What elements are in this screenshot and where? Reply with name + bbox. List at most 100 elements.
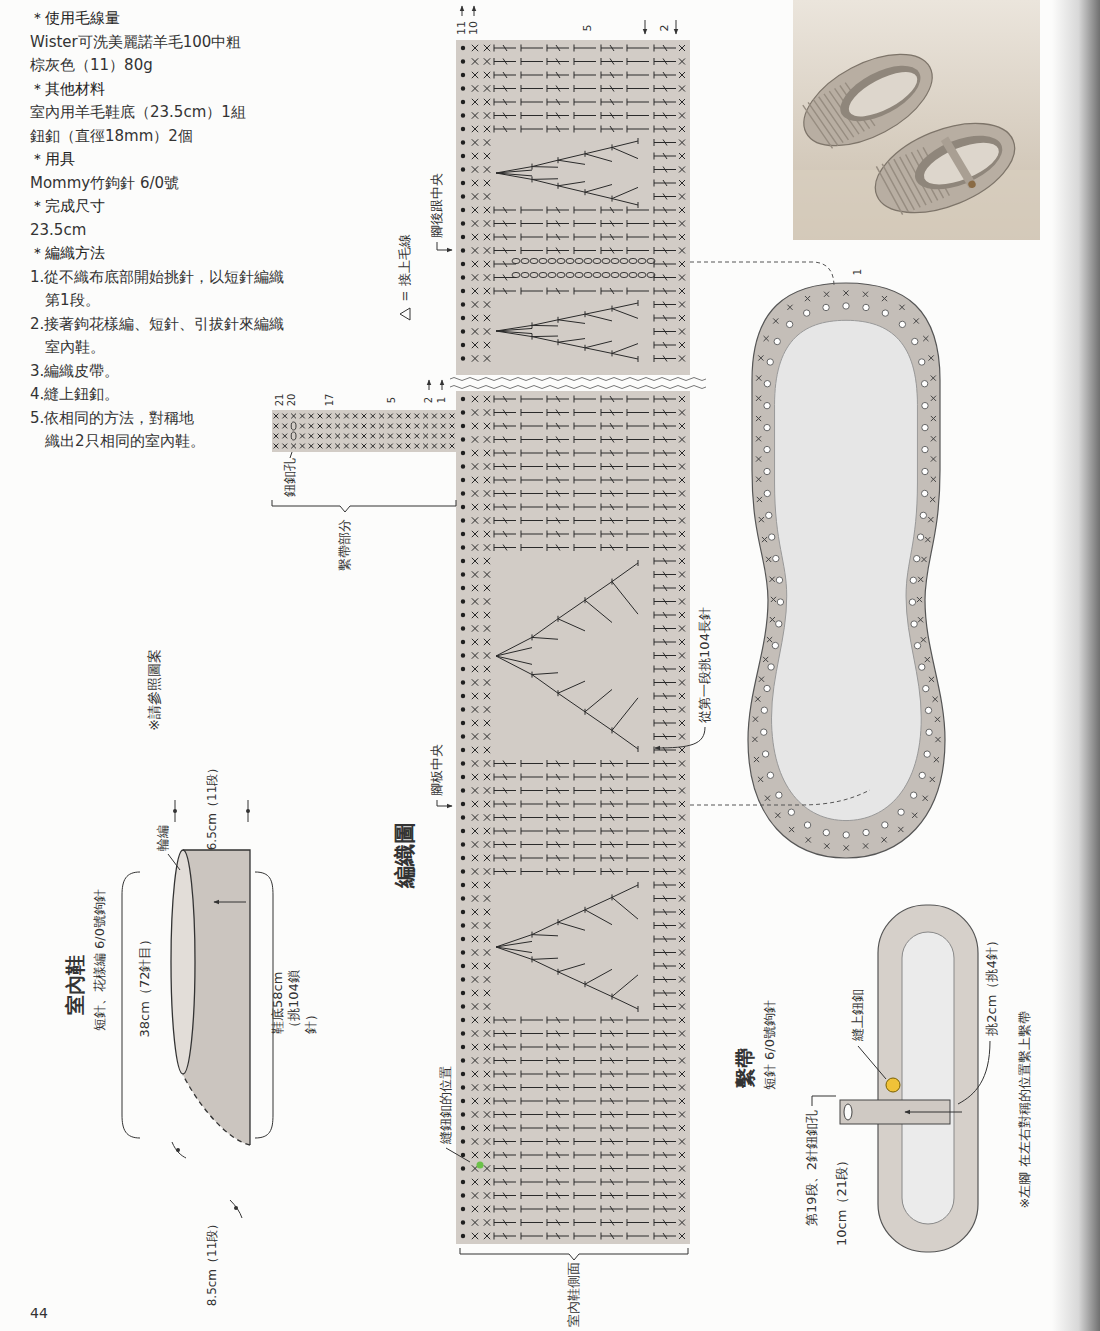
sole-hole [863,304,869,310]
sole-hole [823,304,829,310]
sole-hole [921,381,927,387]
row-arrow [462,6,463,16]
slipper-opening [171,850,195,1074]
dimension-label: 鞋底58cm（挑104鎖針） [270,956,319,1034]
chart-note: 從第一段挑104長針 [697,607,713,723]
part-name: 輪編 [155,825,171,851]
chain-symbols [291,258,655,440]
slipper-strap [945,136,973,190]
join-yarn-symbol [400,308,410,320]
dimension-label: 8.5cm（11段） [205,1218,220,1307]
sole-stitch-ring [752,290,940,850]
part-title: 繫帶 [733,1048,758,1088]
chart-note: 縫鈕釦的位置 [438,1066,454,1144]
section-heading: ＊其他材料 [30,78,105,102]
row-number: 11 [455,21,469,35]
single-crochet-symbols [274,45,685,1239]
sole-hole [767,359,773,365]
instruction-step: 1.從不織布底部開始挑針，以短針編織第1段。 [30,266,292,313]
material-text: 鈕釦（直徑18mm）2個 [30,125,193,149]
row-number: 2 [658,25,672,32]
sole-hole [804,822,810,828]
sole-hole [773,555,779,561]
sole-hole [823,829,829,835]
sole-hole [761,729,767,735]
sole-hole [769,534,775,540]
strap-buttonhole [844,1104,852,1120]
sole-outline [748,283,945,858]
leader-line [290,452,292,458]
row-number: 17 [324,394,337,407]
chart-ground [456,40,690,1244]
page-number: 44 [30,1302,48,1326]
sole-hole [924,751,930,757]
felt-sole [772,320,922,820]
sole-hole [914,642,920,648]
sole-hole [843,832,849,838]
sole-hole [919,772,925,778]
sole-hole [762,751,768,757]
sole-hole [910,577,916,583]
dimension-dot [173,809,177,813]
sole-hole [911,621,917,627]
sole-hole [882,822,888,828]
sole-hole [764,424,770,430]
section-heading: ＊用具 [30,148,75,172]
callout-label: 縫上鈕釦 [850,989,866,1041]
callout-label: 第19段、2針鈕釦孔 [804,1110,820,1226]
instruction-step: 3.編織皮帶。 [30,360,119,384]
note-text: ※左腳 在左右對稱的位置繫上繫帶 [1017,1011,1033,1208]
leader-line [168,854,180,870]
leader-line [812,1096,836,1106]
sole-hole [914,555,920,561]
part-name: 繫帶部分 [337,519,353,571]
material-text: Wister可洗美麗諾羊毛100中粗 [30,31,241,55]
row-arrow [676,20,677,34]
sole-hole [919,359,925,365]
sole-hole [766,512,772,518]
sole-hole [923,685,929,691]
row-number: 10 [467,21,481,35]
sole-hole [788,809,794,815]
sole-hole [899,321,905,327]
row-arrow [474,6,475,16]
dimension-dot [234,1206,238,1210]
center-mark [437,800,452,806]
center-mark [437,242,452,250]
break-line [450,378,706,381]
row-arrow [429,380,430,390]
sole-hole [803,310,809,316]
instruction-step: 2.接著鉤花樣編、短針、引拔針來編織室內鞋。 [30,313,292,360]
sole-hole [909,599,915,605]
sole-hole [922,424,928,430]
sole-hole [774,338,780,344]
slip-stitch-symbols [461,46,465,1238]
stitch-symbols [494,45,676,1240]
sole-hole [761,707,767,713]
instruction-step: 5.依相同的方法，對稱地織出2只相同的室內鞋。 [30,407,208,454]
chart-bracket [460,1248,688,1260]
sole-hole [898,809,904,815]
dimension-dot [246,809,250,813]
sole-hole [776,577,782,583]
button [886,1078,900,1092]
leader-line [958,1041,990,1104]
sole-hole [863,829,869,835]
slipper-insole [902,932,954,1224]
page-gutter-shadow [1052,0,1100,1331]
dimension-label: 38cm（72針目） [137,933,153,1038]
chart-title: 編織圖 [391,822,419,888]
material-text: Mommy竹鉤針 6/0號 [30,172,179,196]
row-number: 1 [852,269,865,275]
technique-note: 短針 6/0號鉤針 [762,1000,778,1090]
slipper-insole [842,63,923,125]
dashed-guide [690,262,834,286]
row-arrow [442,380,443,390]
row-number: 20 [286,394,299,407]
slipper-top-outline [878,905,978,1252]
sole-hole [925,707,931,713]
row-number: 5 [386,397,399,403]
